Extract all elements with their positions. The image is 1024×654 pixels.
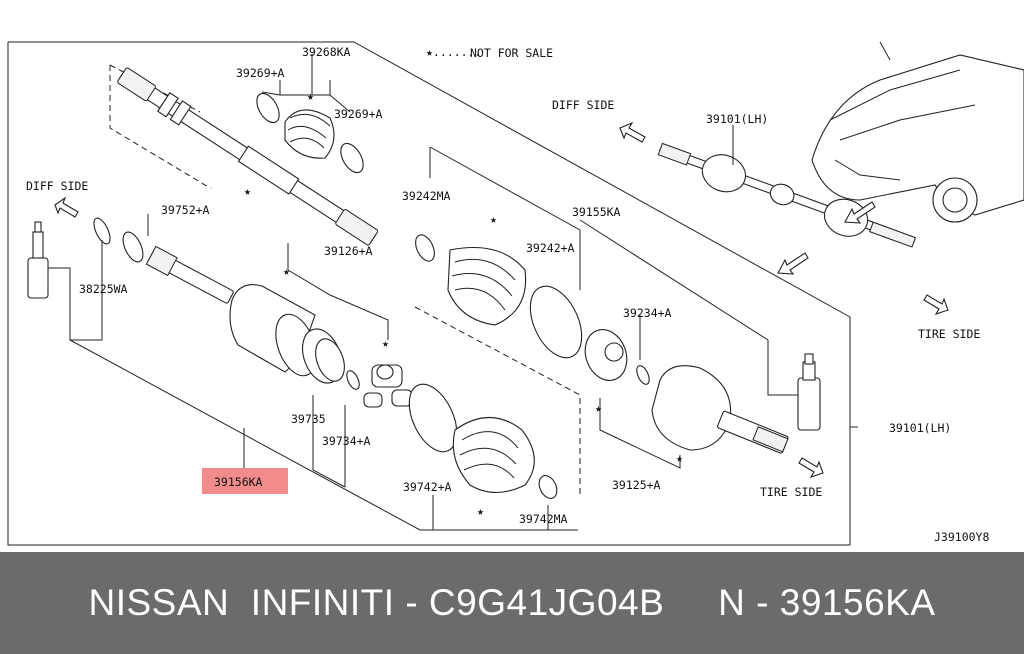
label-diff-side-left: DIFF SIDE [26, 179, 88, 193]
diagram-frame [7, 41, 851, 546]
label-39742A: 39742+A [403, 480, 452, 494]
label-39242A: 39242+A [526, 241, 575, 255]
leader-lines [48, 91, 858, 531]
label-tire-side-right: TIRE SIDE [918, 327, 980, 341]
outer-boot-kit [256, 54, 364, 174]
tripod-joint [363, 364, 413, 408]
label-39125A: 39125+A [612, 478, 661, 492]
arrow-tire-side-bottom-icon [798, 457, 824, 478]
label-39268KA: 39268KA [302, 45, 351, 59]
label-39269A-right: 39269+A [334, 107, 383, 121]
label-38225WA: 38225WA [79, 282, 128, 296]
outer-joint [584, 329, 789, 454]
star-icon-boot-top: ★ [307, 89, 314, 103]
star-legend-icon: ★....... [426, 45, 481, 59]
arrow-diff-side-right-icon [619, 121, 646, 143]
label-39101LH-right: 39101(LH) [889, 421, 951, 435]
label-diff-side-right: DIFF SIDE [552, 98, 614, 112]
label-39269A-top: 39269+A [236, 66, 285, 80]
label-39156KA: 39156KA [214, 475, 263, 489]
inner-shaft [109, 64, 379, 246]
inner-boot-kit [415, 146, 583, 359]
outer-boot-lower [408, 383, 558, 499]
diagram-canvas: ★ [7, 41, 1024, 546]
parts-diagram: ★ [7, 41, 1024, 546]
direction-arrows [54, 121, 949, 478]
circlip-part [122, 231, 144, 263]
label-39101LH-top: 39101(LH) [706, 112, 768, 126]
legend-not-for-sale: NOT FOR SALE [470, 46, 553, 60]
arrow-direction-icon [777, 252, 809, 275]
footer-bar: NISSAN INFINITI - C9G41JG04B N - 39156KA [0, 552, 1024, 654]
vehicle-sketch-icon [811, 41, 1024, 223]
not-for-sale-star-icon: ★ [244, 184, 251, 198]
star-icon-joint: ★ [595, 401, 602, 415]
label-39734A: 39734+A [322, 434, 371, 448]
circlip-39734 [346, 370, 360, 390]
inner-joint-housing [145, 245, 345, 384]
dashed-group-lower [414, 306, 581, 495]
label-tire-side-bottom: TIRE SIDE [760, 485, 822, 499]
diagram-code: J39100Y8 [934, 530, 989, 544]
grease-tube-right [797, 353, 821, 431]
snap-ring-part [93, 217, 111, 245]
grease-tube-left [27, 221, 49, 299]
arrow-tire-side-right-icon [923, 294, 949, 315]
part-number-caption: NISSAN INFINITI - C9G41JG04B N - 39156KA [88, 582, 936, 623]
star-icon-boot-lower: ★ [477, 504, 484, 518]
label-39126A: 39126+A [324, 244, 373, 258]
star-icon-joint-2: ★ [676, 451, 683, 465]
arrow-vehicle-icon [844, 201, 876, 224]
star-icon-tripod: ★ [382, 336, 389, 350]
label-39735: 39735 [291, 412, 326, 426]
label-39155KA: 39155KA [572, 205, 621, 219]
label-39752A: 39752+A [161, 203, 210, 217]
arrow-diff-side-left-icon [54, 196, 79, 218]
star-icon-boot-mid: ★ [490, 212, 497, 226]
label-39234A: 39234+A [623, 306, 672, 320]
label-39242MA: 39242MA [402, 189, 451, 203]
label-39742MA: 39742MA [519, 512, 568, 526]
star-icon-housing: ★ [283, 264, 290, 278]
highlight-box [202, 468, 288, 494]
